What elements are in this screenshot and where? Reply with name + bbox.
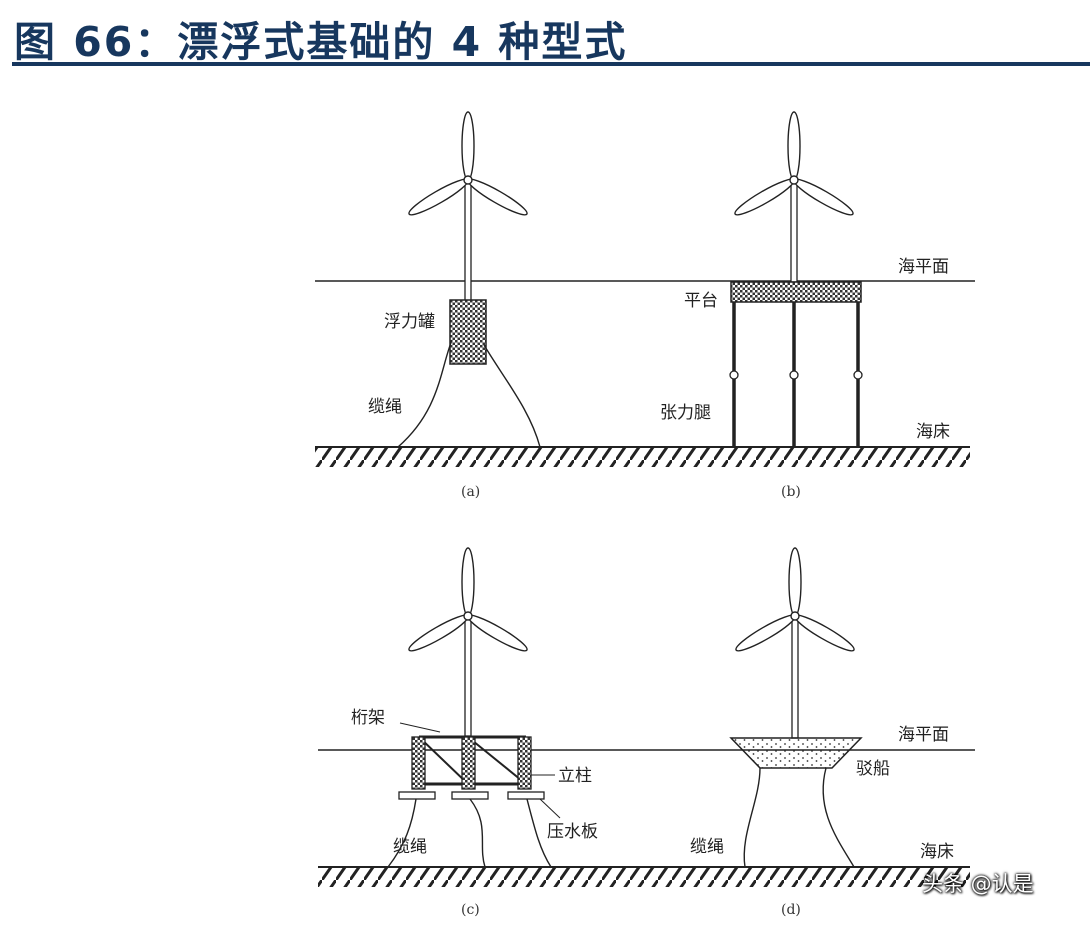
panel-c: 桁架 立柱 压水板 缆绳 (c)	[318, 547, 975, 918]
cable-d-right	[822, 767, 855, 868]
caption-d: (d)	[781, 902, 801, 918]
panel-a: 浮力罐 缆绳 (a)	[315, 111, 975, 500]
tower-a	[464, 179, 472, 303]
heave-plate-3	[507, 791, 545, 800]
leg-joint-3	[853, 370, 863, 380]
cable-c-2	[469, 798, 486, 868]
column-2	[461, 736, 476, 790]
label-cable-a: 缆绳	[368, 397, 402, 417]
label-cable-c: 缆绳	[393, 837, 427, 857]
panel-b: 海平面 平台 张力腿 海床 (b)	[660, 111, 950, 500]
heave-plate-1	[398, 791, 436, 800]
label-heave-plate: 压水板	[547, 822, 598, 842]
tower-d	[791, 615, 799, 739]
heave-plate-2	[451, 791, 489, 800]
caption-b: (b)	[781, 484, 801, 500]
tower-c	[464, 615, 472, 737]
label-platform: 平台	[684, 291, 718, 311]
truss-brace-1	[418, 736, 469, 785]
label-buoy-tank: 浮力罐	[384, 312, 435, 332]
barge	[729, 737, 863, 769]
figure-title: 图 66：漂浮式基础的 4 种型式	[14, 18, 628, 66]
leg-joint-2	[789, 370, 799, 380]
label-cable-d: 缆绳	[690, 837, 724, 857]
cable-a-left	[397, 339, 453, 448]
label-sea-level-bottom: 海平面	[898, 725, 949, 745]
cable-c-1	[387, 798, 417, 868]
panel-d: 海平面 驳船 缆绳 海床 (d)	[690, 547, 954, 918]
leader-truss	[399, 722, 441, 733]
label-seabed-bottom: 海床	[920, 842, 954, 862]
cable-d-left	[743, 767, 761, 868]
turbine-c	[405, 547, 531, 737]
label-tension-leg: 张力腿	[660, 403, 711, 423]
platform	[730, 281, 862, 303]
watermark: 头条 @认是	[922, 872, 1034, 896]
seabed-hatch-bottom	[318, 867, 970, 887]
label-sea-level-top: 海平面	[898, 257, 949, 277]
truss-brace-2	[467, 736, 527, 785]
label-truss: 桁架	[351, 708, 385, 728]
cable-a-right	[483, 344, 541, 448]
turbine-b	[731, 111, 857, 283]
turbine-d	[732, 547, 858, 739]
column-3	[517, 736, 532, 790]
caption-a: (a)	[461, 484, 480, 500]
label-seabed-top: 海床	[916, 422, 950, 442]
tower-b	[790, 179, 798, 283]
buoy-tank	[449, 299, 487, 365]
turbine-a	[405, 111, 531, 303]
title-underline	[12, 62, 1090, 66]
cable-c-3	[526, 798, 552, 868]
column-1	[411, 736, 426, 790]
label-column: 立柱	[558, 766, 592, 786]
leader-heave-plate	[539, 798, 561, 819]
leg-joint-1	[729, 370, 739, 380]
seabed-hatch-top	[315, 447, 970, 467]
caption-c: (c)	[461, 902, 480, 918]
label-barge: 驳船	[856, 759, 890, 779]
